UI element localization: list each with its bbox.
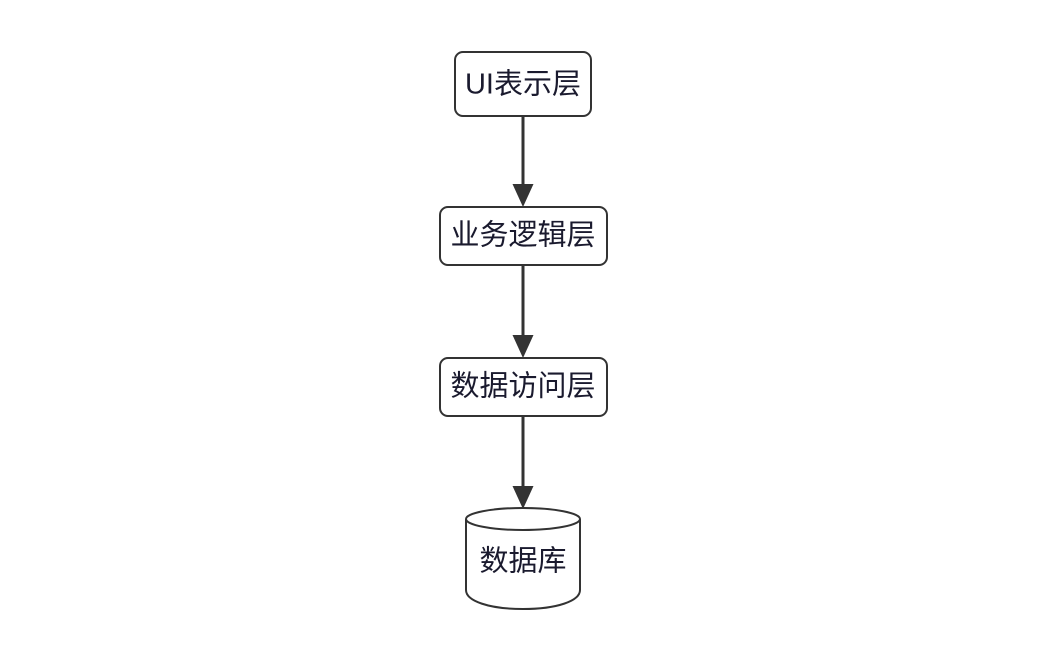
node-label-data-access-layer: 数据访问层 — [450, 370, 595, 403]
node-box[interactable] — [454, 51, 592, 117]
node-label-database: 数据库 — [479, 545, 566, 578]
node-database[interactable]: 数据库 — [465, 507, 581, 611]
arrowhead-icon — [512, 184, 534, 207]
node-business-logic-layer[interactable]: 业务逻辑层 — [439, 206, 608, 266]
node-box[interactable] — [439, 206, 608, 266]
edge-ui-to-business — [512, 116, 534, 207]
arrowhead-icon — [512, 486, 534, 509]
node-ui-layer[interactable]: UI表示层 — [454, 51, 592, 117]
node-data-access-layer[interactable]: 数据访问层 — [439, 357, 608, 417]
edge-data-access-to-database — [512, 416, 534, 509]
cylinder-body[interactable] — [465, 519, 581, 611]
node-label-ui-layer: UI表示层 — [465, 68, 581, 101]
arrowhead-icon — [512, 335, 534, 358]
node-box[interactable] — [439, 357, 608, 417]
node-label-business-logic-layer: 业务逻辑层 — [450, 219, 595, 252]
edge-business-to-data-access — [512, 265, 534, 358]
cylinder-top — [465, 507, 581, 531]
